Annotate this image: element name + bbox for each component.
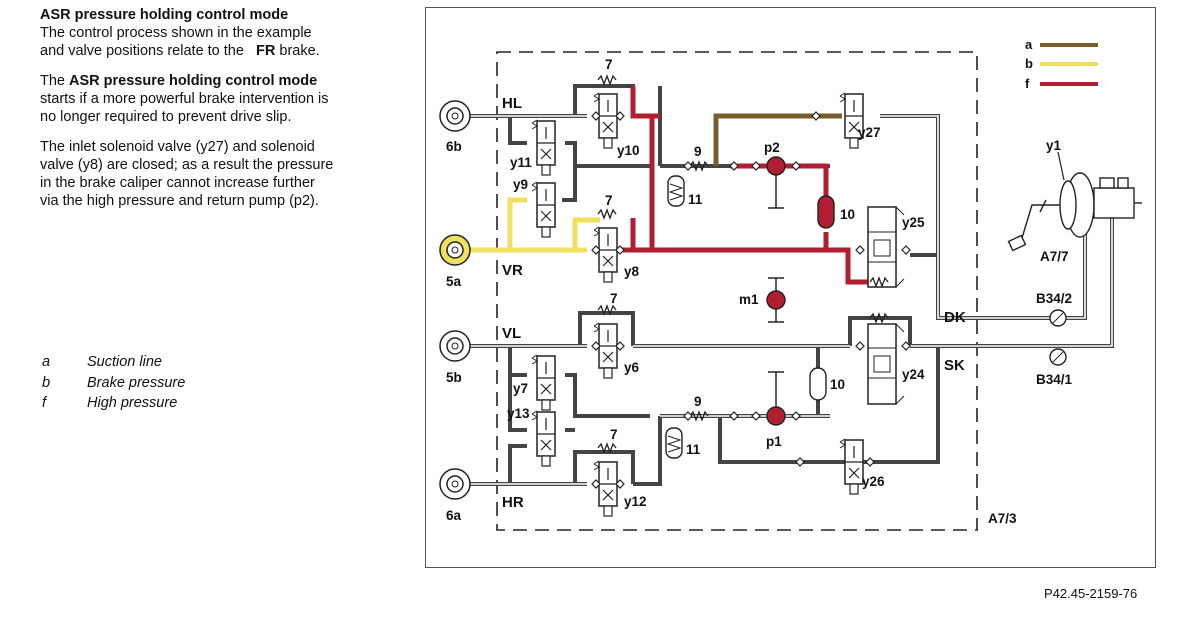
valve-y7-icon: [531, 354, 556, 411]
valve-y6-icon: [593, 322, 618, 379]
valve-y13-icon: [531, 410, 556, 467]
label-a7-7: A7/7: [1040, 249, 1069, 264]
pump-p1-icon: [766, 371, 786, 426]
label-9-upper: 9: [694, 144, 702, 159]
label-b34-1: B34/1: [1036, 372, 1073, 387]
suction-line: [713, 113, 842, 166]
label-b34-2: B34/2: [1036, 291, 1072, 306]
label-y27: y27: [858, 125, 881, 140]
pressure-gauge-b341-icon: [1049, 348, 1067, 366]
label-y1: y1: [1046, 138, 1062, 153]
label-7-hr: 7: [610, 427, 618, 442]
para3-line3: in the brake caliper cannot increase fur…: [40, 175, 315, 191]
legend-colors: a b f: [1025, 37, 1098, 91]
high-pressure-line: [620, 86, 868, 285]
label-y25: y25: [902, 215, 925, 230]
label-11-lower: 11: [686, 442, 701, 457]
label-y24: y24: [902, 367, 925, 382]
label-vl: VL: [502, 325, 521, 342]
para2-line2: starts if a more powerful brake interven…: [40, 91, 329, 107]
label-m1: m1: [739, 292, 759, 307]
spring-7-vr-icon: [597, 209, 617, 219]
label-6a: 6a: [446, 508, 462, 523]
label-y9: y9: [513, 177, 528, 192]
para3-line1: The inlet solenoid valve (y27) and solen…: [40, 139, 315, 155]
label-y13: y13: [507, 406, 530, 421]
label-10-upper: 10: [840, 207, 855, 222]
legend-key-f: f: [1025, 76, 1030, 91]
label-vr: VR: [502, 262, 523, 279]
legend-key-b: b: [1025, 56, 1033, 71]
para2-mode: ASR pressure holding control mode: [69, 73, 318, 89]
valve-y26-icon: [839, 438, 864, 495]
brake-disc-5b-icon: [439, 330, 471, 362]
brake-pressure-line: [470, 197, 600, 253]
diagram-frame: [425, 7, 1156, 568]
label-7-vl: 7: [610, 291, 618, 306]
label-5b: 5b: [446, 370, 462, 385]
pump-p2-icon: [766, 156, 786, 209]
motor-m1-icon: [766, 277, 786, 323]
spring-7-hl-icon: [597, 75, 617, 85]
label-9-lower: 9: [694, 394, 702, 409]
unit-boundary: [496, 51, 978, 531]
label-sk: SK: [944, 357, 965, 374]
para3-line2: valve (y8) are closed; as a result the p…: [40, 157, 334, 173]
label-7-hl: 7: [605, 57, 613, 72]
damper-10-lower-icon: [809, 367, 827, 401]
intro-line1: The control process shown in the example: [40, 25, 312, 41]
valve-y12-icon: [593, 460, 618, 517]
description-title: ASR pressure holding control mode: [40, 7, 289, 23]
label-11-upper: 11: [688, 192, 703, 207]
valve-y25-icon: [867, 206, 905, 288]
brake-disc-6b-icon: [439, 100, 471, 132]
brake-disc-5a-icon: [439, 234, 471, 266]
legend-key-a: a: [1025, 37, 1033, 52]
label-dk: DK: [944, 309, 966, 326]
label-7-vr: 7: [605, 193, 613, 208]
label-hr: HR: [502, 494, 524, 511]
label-y8: y8: [624, 264, 640, 279]
label-p2: p2: [764, 140, 780, 155]
label-6b: 6b: [446, 139, 462, 154]
intro-line2a: and valve positions relate to the: [40, 43, 244, 59]
description: ASR pressure holding control mode The co…: [40, 6, 400, 222]
valve-y9-icon: [531, 181, 556, 238]
label-y26: y26: [862, 474, 885, 489]
intro-brake: FR: [256, 43, 276, 59]
brake-booster-icon: [1007, 172, 1142, 252]
label-y11: y11: [510, 155, 532, 170]
accumulator-11-upper-icon: [667, 175, 685, 207]
valve-y11-icon: [531, 119, 556, 176]
label-y10: y10: [617, 143, 640, 158]
valve-y24-icon: [867, 323, 905, 405]
label-hl: HL: [502, 95, 522, 112]
label-y12: y12: [624, 494, 647, 509]
label-p1: p1: [766, 434, 782, 449]
pipe-network: [470, 84, 1114, 486]
para2-lead: The: [40, 73, 65, 89]
para2-line3: no longer required to prevent drive slip…: [40, 109, 292, 125]
intro-line2b: brake.: [279, 43, 320, 59]
figure-reference: P42.45-2159-76: [1044, 586, 1138, 601]
label-y7: y7: [513, 381, 528, 396]
brake-disc-6a-icon: [439, 468, 471, 500]
pressure-gauge-b342-icon: [1049, 309, 1067, 327]
valve-y10-icon: [593, 92, 618, 149]
label-a7-3: A7/3: [988, 511, 1017, 526]
valve-y8-icon: [593, 226, 618, 283]
label-10-lower: 10: [830, 377, 845, 392]
para3-line4: via the high pressure and return pump (p…: [40, 193, 319, 209]
damper-10-upper-icon: [817, 195, 835, 229]
accumulator-11-lower-icon: [665, 427, 683, 459]
label-5a: 5a: [446, 274, 462, 289]
label-y6: y6: [624, 360, 640, 375]
